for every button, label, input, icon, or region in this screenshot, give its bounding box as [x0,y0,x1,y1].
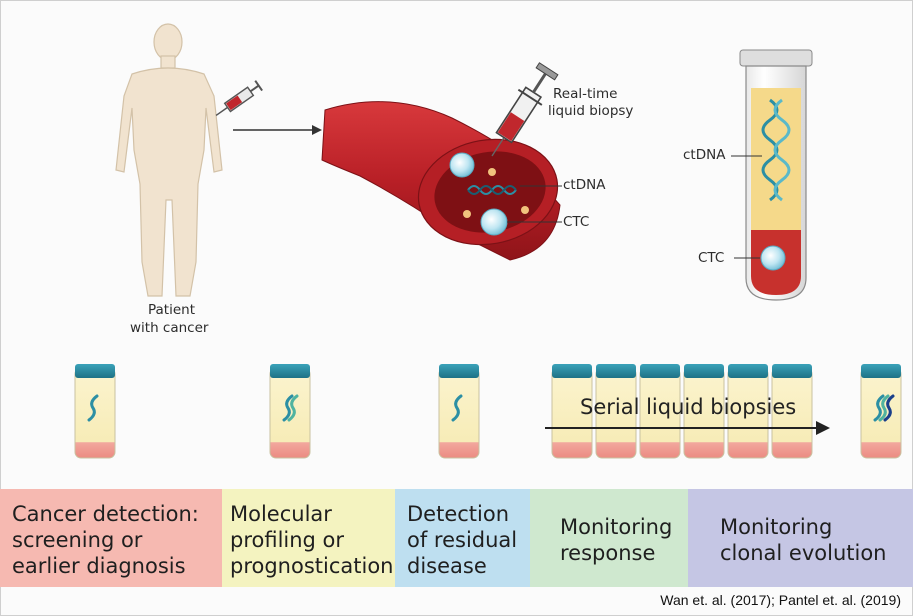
small-tube [74,364,116,459]
band-line: Monitoring [720,515,833,539]
band-line: response [560,541,656,565]
realtime-label-line2: liquid biopsy [548,103,634,119]
band-line: Monitoring [560,515,673,539]
tube-label-leaders [731,155,762,259]
band-line: earlier diagnosis [12,554,186,578]
band-cancer-detection: Cancer detection: screening or earlier d… [0,489,222,587]
ctdna-strand [451,394,463,422]
small-tube [595,364,637,459]
vessel-ctdna-label: ctDNA [563,177,606,193]
application-bands: Cancer detection: screening or earlier d… [0,489,913,587]
patient-label-line1: Patient [148,302,196,318]
band-line: screening or [12,528,143,552]
vessel-ctc-cell [449,152,508,236]
arrow-patient-to-vessel [233,125,322,135]
ctdna-strand [287,394,299,422]
vessel-plasma-dots [463,168,529,218]
small-tube [683,364,725,459]
band-molecular-profiling: Molecular profiling or prognostication [222,489,395,587]
band-line: Cancer detection: [12,502,199,526]
small-tube [727,364,769,459]
tube-ctdna-strand [761,98,791,202]
ctdna-strand [878,394,890,422]
band-clonal-evolution: Monitoring clonal evolution [688,489,913,587]
ctdna-strand [873,394,885,422]
small-tube [438,364,480,459]
small-tubes-row [74,364,902,459]
realtime-syringe-icon [491,62,559,157]
small-tube [771,364,813,459]
band-line: clonal evolution [720,541,887,565]
ctdna-strand [883,394,895,422]
serial-biopsies-arrow [545,421,830,435]
small-tube [551,364,593,459]
vessel-ctdna-strand [467,185,517,195]
small-tube [639,364,681,459]
band-line: Molecular [230,502,332,526]
band-line: prognostication [230,554,394,578]
band-residual-disease: Detection of residual disease [395,489,530,587]
patient-figure [115,23,223,297]
patient-label-line2: with cancer [130,320,209,336]
band-line: of residual [407,528,518,552]
vessel-label-leaders [507,185,562,223]
band-line: profiling or [230,528,345,552]
realtime-label-line1: Real-time [553,86,618,102]
band-monitoring-response: Monitoring response [530,489,688,587]
citation: Wan et. al. (2017); Pantel et. al. (2019… [660,592,901,608]
blood-vessel [321,101,561,261]
tube-ctc-label: CTC [698,250,725,266]
ctdna-strand [87,394,99,422]
ctdna-strand [282,394,294,422]
small-tube [860,364,902,459]
small-tube [269,364,311,459]
tube-ctdna-label: ctDNA [683,147,726,163]
serial-biopsies-label: Serial liquid biopsies [580,395,797,419]
vessel-ctc-label: CTC [563,214,590,230]
patient-syringe-icon [215,80,263,117]
band-line: Detection [407,502,510,526]
tube-ctc-cell [760,245,786,271]
band-line: disease [407,554,487,578]
